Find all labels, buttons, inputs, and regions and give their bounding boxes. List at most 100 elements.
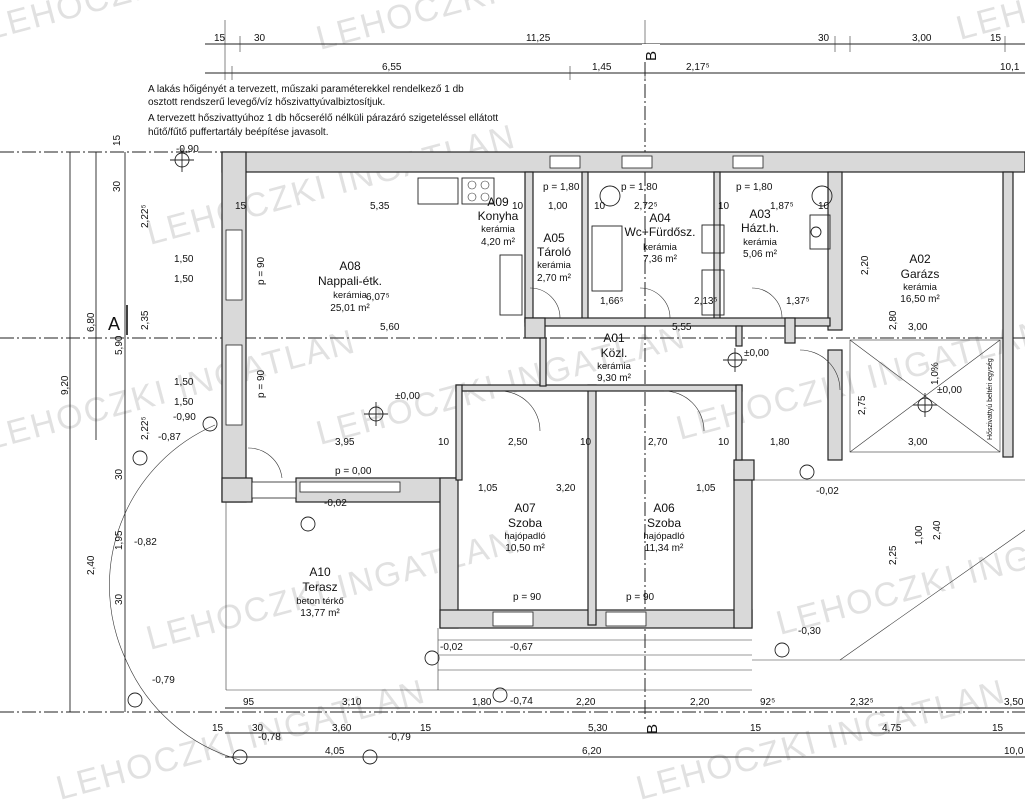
room-id: A05 — [543, 231, 565, 245]
room-a01: A01 Közl. kerámia 9,30 m² — [597, 331, 632, 384]
dim-label: 95 — [243, 697, 255, 708]
room-area: 25,01 m² — [330, 303, 370, 314]
level-labels: ±0,00 ±0,00 ±0,00 -0,90 -0,90 -0,87 -0,8… — [134, 144, 962, 743]
dim-label: 1,66⁵ — [600, 296, 624, 307]
level-label: -0,02 — [816, 486, 839, 497]
room-id: A01 — [603, 331, 625, 345]
room-id: A08 — [339, 259, 361, 273]
room-name: Nappali-étk. — [318, 274, 382, 288]
room-a03: A03 Házt.h. kerámia 5,06 m² — [741, 207, 779, 260]
heating-note: A lakás hőigényét a tervezett, műszaki p… — [148, 84, 498, 138]
dim-label: 4,75 — [882, 723, 902, 734]
dim-label: 15 — [212, 723, 224, 734]
terrace-outline — [225, 502, 752, 691]
room-floor: kerámia — [597, 361, 632, 372]
dim-label: 6,55 — [382, 62, 402, 73]
dim-label: 10 — [512, 201, 524, 212]
dim-label: 3,50 — [1004, 697, 1024, 708]
room-id: A06 — [653, 501, 675, 515]
dim-label: 2,17⁵ — [686, 62, 710, 73]
dim-label: 1,95 — [114, 530, 125, 550]
dim-label: 10,1 — [1000, 62, 1020, 73]
dim-label: 1,45 — [592, 62, 612, 73]
door-swings — [109, 287, 841, 761]
room-a02: A02 Garázs kerámia 16,50 m² — [900, 252, 940, 305]
walls — [221, 151, 1025, 629]
room-area: 4,20 m² — [481, 237, 516, 248]
room-area: 7,36 m² — [643, 254, 678, 265]
dim-label: 30 — [114, 468, 125, 480]
dim-label: 5,60 — [380, 322, 400, 333]
dim-label: 15 — [235, 201, 247, 212]
parapet-label: p = 0,00 — [335, 466, 372, 477]
dim-label: 2,22⁵ — [140, 416, 151, 440]
dim-label: 2,22⁵ — [140, 204, 151, 228]
dim-label: 1,00 — [914, 525, 925, 545]
room-floor: hajópadló — [504, 531, 545, 542]
level-label: ±0,00 — [395, 391, 420, 402]
room-floor: kerámia — [333, 290, 368, 301]
dim-label: 3,20 — [556, 483, 576, 494]
dim-label: 10,0 — [1004, 746, 1024, 757]
dim-label: 1,80 — [770, 437, 790, 448]
room-area: 2,70 m² — [537, 273, 572, 284]
watermark-text: LEHOCZKI INGATLAN — [672, 312, 1025, 447]
dim-label: 2,20 — [860, 255, 871, 275]
room-name: Konyha — [478, 209, 519, 223]
room-area: 11,34 m² — [645, 543, 684, 554]
room-id: A07 — [514, 501, 536, 515]
dim-label: 1,50 — [174, 274, 194, 285]
room-a07: A07 Szoba hajópadló 10,50 m² — [504, 501, 545, 554]
dim-label: 3,00 — [908, 322, 928, 333]
room-id: A02 — [909, 252, 931, 266]
level-label: -0,30 — [798, 626, 821, 637]
room-floor: kerámia — [481, 224, 516, 235]
dim-label: 10 — [818, 201, 830, 212]
room-a04: A04 Wc+Fürdősz. kerámia 7,36 m² — [624, 211, 695, 265]
dim-label: 15 — [420, 723, 432, 734]
level-label: -0,79 — [152, 675, 175, 686]
room-floor: hajópadló — [643, 531, 684, 542]
dim-label: 15 — [750, 723, 762, 734]
room-a09: A09 Konyha kerámia 4,20 m² — [478, 195, 519, 248]
room-area: 13,77 m² — [300, 608, 340, 619]
dim-label: 10 — [718, 437, 730, 448]
dim-label: 6,07⁵ — [366, 292, 390, 303]
dim-label: 92⁵ — [760, 697, 775, 708]
room-id: A10 — [309, 565, 331, 579]
watermark-text: LEHOCZKI INGATLAN — [52, 672, 430, 805]
level-label: -0,79 — [388, 732, 411, 743]
room-name: Szoba — [647, 516, 681, 530]
dim-label: 1,37⁵ — [786, 296, 810, 307]
bottom-dimension-chain: 95 3,10 1,80 2,20 2,20 92⁵ 2,32⁵ 3,50 15… — [212, 697, 1025, 758]
dim-label: 1,50 — [174, 397, 194, 408]
level-label: ±0,00 — [744, 348, 769, 359]
section-mark-b-top: B — [642, 44, 660, 62]
level-label: -0,02 — [440, 642, 463, 653]
room-name: Tároló — [537, 245, 571, 259]
section-label: A — [108, 314, 120, 334]
dim-label: 6,20 — [582, 746, 602, 757]
level-label: -0,87 — [158, 432, 181, 443]
level-label: -0,78 — [258, 732, 281, 743]
dim-label: 3,00 — [908, 437, 928, 448]
room-name: Szoba — [508, 516, 542, 530]
level-label: -0,82 — [134, 537, 157, 548]
garage-note: Hőszivattyú beltéri egység — [987, 358, 994, 440]
room-name: Terasz — [302, 580, 337, 594]
note-line: osztott rendszerű levegő/víz hőszivattyú… — [148, 97, 385, 108]
dim-label: 15 — [990, 33, 1002, 44]
dim-label: 1,50 — [174, 254, 194, 265]
dim-label: 10 — [438, 437, 450, 448]
level-label: -0,90 — [173, 412, 196, 423]
dim-label: 30 — [114, 593, 125, 605]
watermark-text: LEHOCZKI — [952, 0, 1025, 48]
left-dimension-chain: 15 30 2,22⁵ 6,80 5,90 9,20 2,35 2,22⁵ 30… — [60, 134, 151, 712]
dim-label: 2,25 — [888, 545, 899, 565]
level-label: -0,67 — [510, 642, 533, 653]
dim-label: 2,32⁵ — [850, 697, 874, 708]
dim-label: 30 — [252, 723, 264, 734]
parapet-label: p = 90 — [256, 369, 267, 398]
section-mark-a: A — [108, 305, 128, 335]
parapet-label: p = 1,80 — [736, 182, 773, 193]
